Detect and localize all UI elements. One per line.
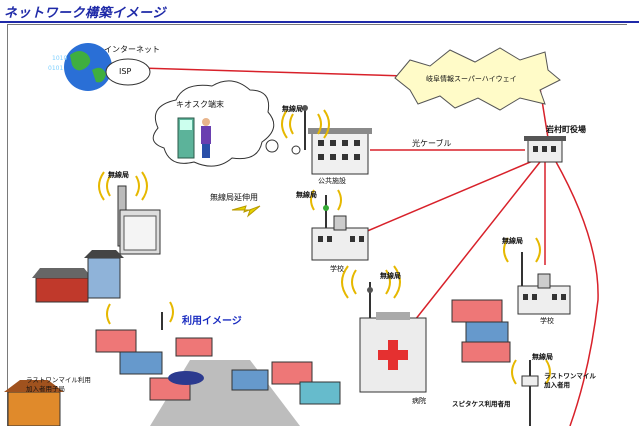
frame-top-border: [7, 24, 627, 25]
svg-text:1010: 1010: [52, 55, 67, 62]
frame-left-border: [7, 24, 8, 426]
town-office-icon: [524, 136, 566, 163]
label-last-mile-equip: ラストワンマイル利用 加入者用子局: [26, 376, 91, 393]
label-town-office: 岩村町役場: [546, 125, 586, 134]
user-houses-icon: [451, 299, 511, 363]
label-relay: 無線局延伸用: [210, 193, 258, 202]
label-musen-school1: 無線局: [296, 191, 317, 199]
label-school1: 学校: [330, 265, 344, 273]
label-internet: インターネット: [104, 45, 160, 54]
network-links: [139, 67, 599, 426]
label-last-mile-user: ラストワンマイル 加入者用: [544, 372, 596, 389]
left-tower-icon: [117, 185, 161, 255]
relay-bolt-icon: [231, 205, 261, 218]
public-facility-icon: [302, 105, 372, 175]
svg-text:0101: 0101: [48, 65, 63, 72]
label-hospital: 病院: [412, 397, 426, 405]
school2-icon: [517, 252, 571, 315]
link-office-hospital: [414, 161, 541, 321]
label-public-facility: 公共施設: [318, 177, 346, 185]
hospital-icon: [359, 282, 427, 393]
title-underline: [0, 21, 639, 23]
label-school2: 学校: [540, 317, 554, 325]
link-office-lastmile: [554, 159, 599, 426]
label-spectacle-user: スピタケス利用者用: [452, 400, 511, 408]
radio-waves: [98, 109, 551, 385]
label-optical-cable: 光ケーブル: [412, 139, 452, 148]
label-kiosk: キオスク端末: [176, 100, 224, 109]
link-office-school1: [364, 159, 536, 233]
label-musen-school2: 無線局: [502, 237, 523, 245]
page-title: ネットワーク構築イメージ: [4, 6, 166, 21]
link-isp-highway: [139, 67, 406, 77]
label-usage-image: 利用イメージ: [182, 316, 242, 327]
label-musen-public: 無線局: [282, 105, 303, 113]
label-highway: 岐阜情報スーパーハイウェイ: [426, 75, 517, 83]
isp-node: [105, 58, 151, 86]
label-isp: ISP: [119, 67, 132, 76]
right-tower-icon: [521, 360, 539, 426]
school1-icon: [311, 195, 369, 261]
kiosk-cloud: [152, 80, 301, 167]
kiosk-terminal-icon: [177, 117, 211, 159]
highway-cloud: [394, 47, 561, 111]
label-musen-right: 無線局: [532, 353, 553, 361]
internet-globe-icon: 1010 0101: [48, 43, 112, 91]
left-houses-icon: [32, 250, 124, 303]
usage-town-scene: [4, 312, 341, 426]
label-musen-left: 無線局: [108, 171, 129, 179]
label-musen-hospital: 無線局: [380, 272, 401, 280]
